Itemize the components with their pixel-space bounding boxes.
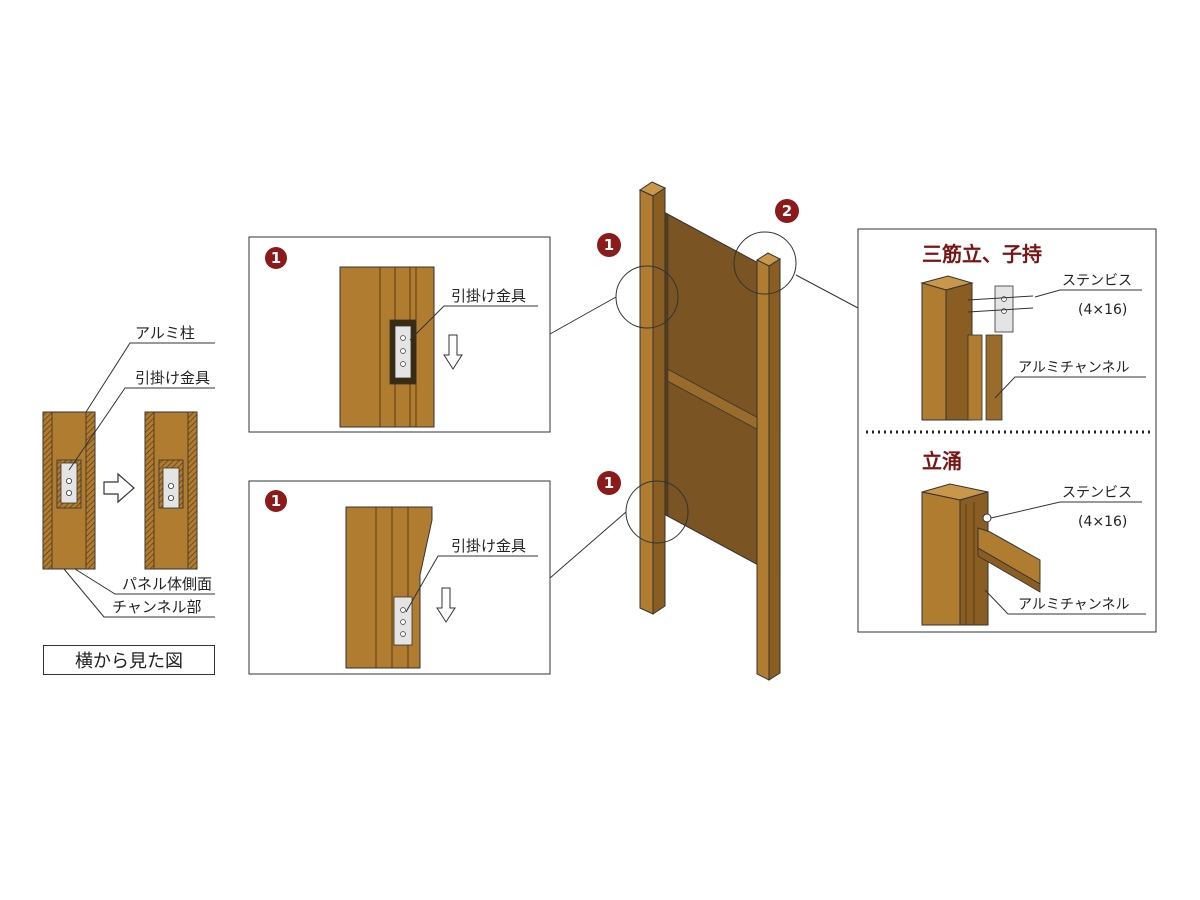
detail-top-down-arrow-icon (443, 334, 463, 370)
label-hook-bracket: 引掛け金具 (135, 369, 210, 387)
detail-right-upper-post (920, 275, 1034, 421)
detail-right-lower-post (921, 483, 1041, 626)
detail-right-screw-upper: ステンビス (1062, 273, 1132, 289)
detail-bottom-down-arrow-icon (436, 587, 456, 623)
side-view-before (42, 411, 96, 570)
side-view-leaders (63, 342, 215, 618)
badge-2-assembly: 2 (775, 199, 799, 223)
detail-right-channel-lower: アルミチャンネル (1018, 597, 1129, 613)
detail-top-post (339, 266, 435, 428)
main-assembly (638, 181, 782, 681)
detail-right-channel-upper: アルミチャンネル (1018, 360, 1129, 376)
svg-text:1: 1 (604, 236, 614, 254)
magnifier-top-right (733, 231, 797, 295)
detail-top-label-hook: 引掛け金具 (451, 287, 526, 305)
detail-right-screw-size-lower: (4×16) (1078, 514, 1127, 530)
connector-bottom (549, 511, 627, 579)
side-view-caption: 横から見た図 (43, 645, 215, 675)
connector-right (795, 274, 859, 309)
badge-1-upper: 1 (597, 233, 621, 257)
detail-bottom-post (345, 506, 433, 669)
detail-right-screw-size-upper: (4×16) (1078, 302, 1127, 318)
detail-right-screw-lower: ステンビス (1062, 485, 1132, 501)
side-view-arrow-icon (103, 472, 135, 504)
label-aluminum-post: アルミ柱 (135, 324, 195, 342)
connector-top (549, 296, 617, 335)
side-view-after (144, 411, 198, 570)
label-channel-part: チャンネル部 (112, 598, 202, 616)
detail-bottom-label-hook: 引掛け金具 (451, 537, 526, 555)
detail-right-title-lower: 立涌 (922, 449, 962, 473)
svg-text:1: 1 (271, 492, 281, 510)
svg-text:1: 1 (604, 474, 614, 492)
badge-1-detail-top: 1 (265, 247, 287, 269)
badge-1-detail-bottom: 1 (265, 490, 287, 512)
badge-1-lower: 1 (597, 471, 621, 495)
detail-right-title-upper: 三筋立、子持 (922, 242, 1042, 266)
svg-text:2: 2 (782, 202, 792, 220)
label-panel-side: パネル体側面 (122, 575, 212, 593)
svg-text:1: 1 (271, 249, 281, 267)
